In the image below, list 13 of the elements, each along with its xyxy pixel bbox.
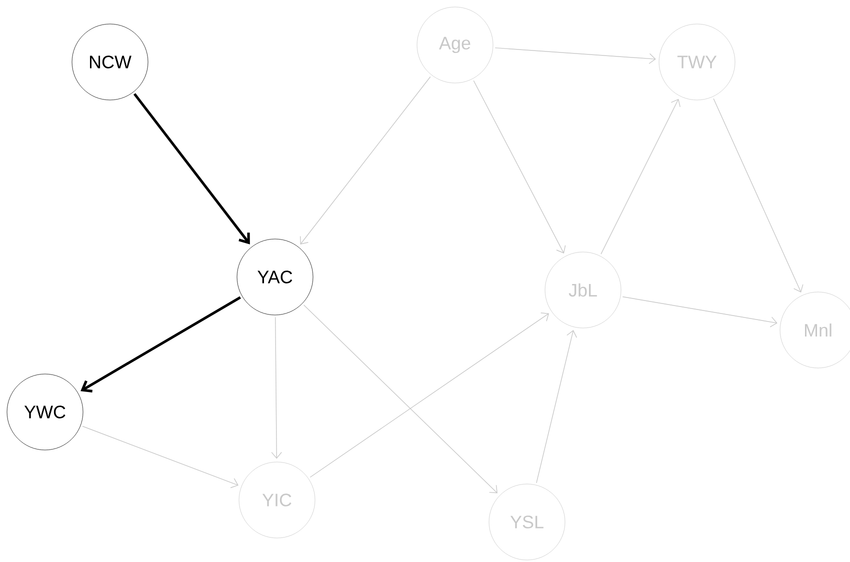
arrow <box>473 80 566 254</box>
arrow <box>713 98 804 292</box>
arrow <box>494 47 656 64</box>
arrow <box>536 330 578 484</box>
arrow <box>133 93 250 244</box>
arrow <box>80 296 241 392</box>
arrow <box>310 312 550 478</box>
arrow <box>300 76 431 244</box>
arrow <box>622 296 778 328</box>
arrow <box>600 98 680 254</box>
arrow <box>303 304 498 494</box>
arrow <box>82 426 238 488</box>
arrow <box>271 316 282 459</box>
